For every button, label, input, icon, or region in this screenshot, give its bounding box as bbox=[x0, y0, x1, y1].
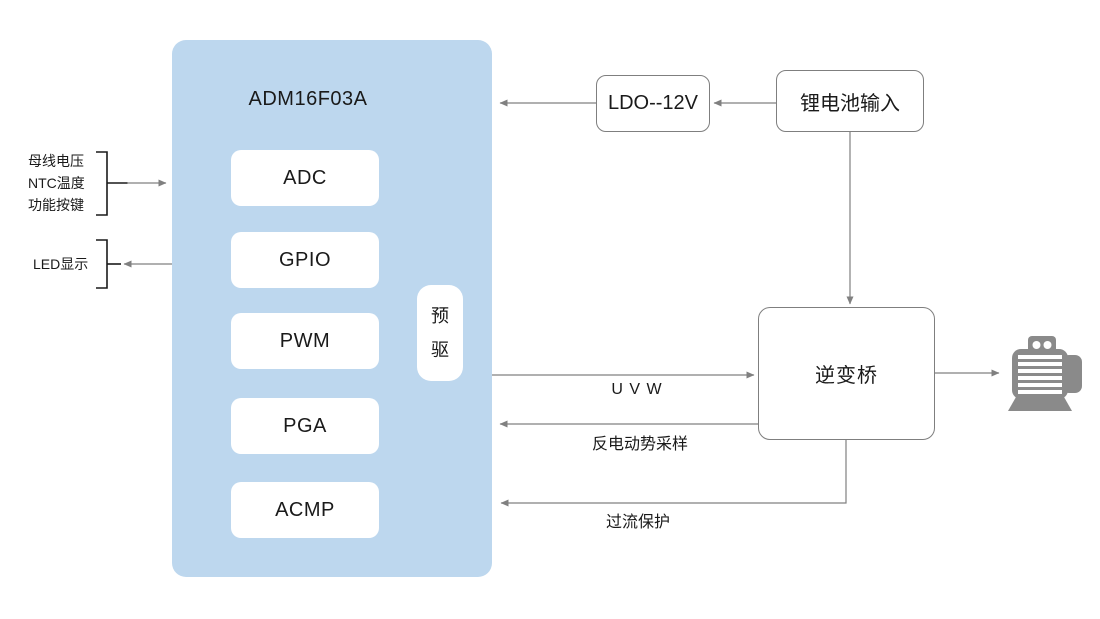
battery-input-block: 锂电池输入 bbox=[776, 70, 924, 132]
inverter-bridge-block: 逆变桥 bbox=[758, 307, 935, 440]
predriver-label: 预驱 bbox=[431, 306, 449, 360]
inverter-bridge-label: 逆变桥 bbox=[815, 365, 878, 387]
ldo-block: LDO--12V bbox=[596, 75, 710, 132]
bemf-wire-label: 反电动势采样 bbox=[591, 436, 688, 453]
chip-block: ADM16F03A ADC GPIO PWM PGA ACMP 预驱 bbox=[172, 40, 492, 577]
analog-input-line-func-keys: 功能按键 bbox=[28, 197, 84, 213]
uvw-wire-label: U V W bbox=[611, 381, 663, 398]
analog-inputs-bracket bbox=[96, 151, 108, 216]
chip-module-pga: PGA bbox=[231, 398, 379, 454]
chip-module-gpio: GPIO bbox=[231, 232, 379, 288]
chip-title: ADM16F03A bbox=[248, 88, 368, 110]
chip-module-acmp: ACMP bbox=[231, 482, 379, 538]
ldo-label: LDO--12V bbox=[607, 92, 699, 114]
analog-input-line-ntc-temp: NTC温度 bbox=[28, 175, 85, 191]
ocp-wire-label: 过流保护 bbox=[605, 514, 670, 531]
chip-module-adc: ADC bbox=[231, 150, 379, 206]
led-display-label: LED显示 bbox=[33, 256, 89, 272]
battery-label: 锂电池输入 bbox=[800, 92, 900, 115]
led-bracket bbox=[96, 239, 108, 289]
motor-icon bbox=[1002, 333, 1086, 418]
chip-module-pwm: PWM bbox=[231, 313, 379, 369]
analog-input-line-bus-voltage: 母线电压 bbox=[28, 153, 84, 169]
analog-inputs-label: 母线电压 NTC温度 功能按键 bbox=[28, 150, 94, 216]
chip-module-predriver: 预驱 bbox=[417, 285, 463, 381]
